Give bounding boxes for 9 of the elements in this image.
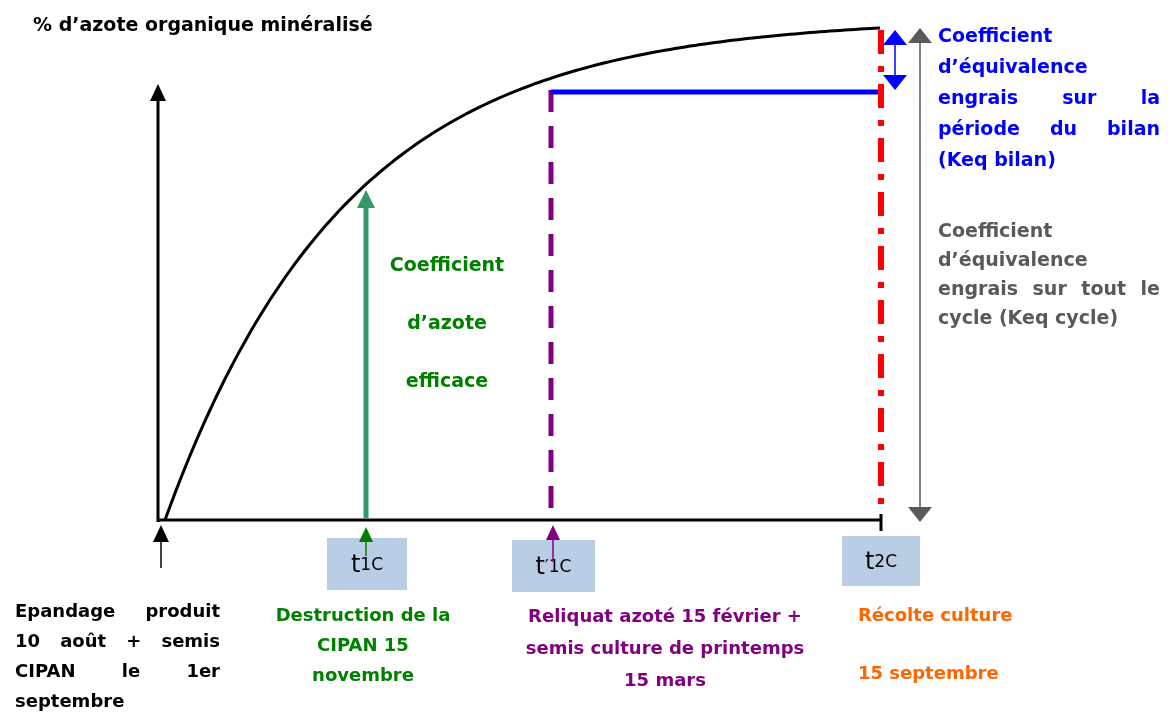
annotation-text: Epandage produit 10 août + semis CIPAN le 1er septembre bbox=[15, 599, 220, 713]
axis-title: % d’azote organique minéralisé bbox=[33, 12, 373, 37]
annotation-text: Récolte culture bbox=[858, 603, 1013, 627]
annotation-text: Destruction de la CIPAN 15 novembre bbox=[274, 603, 452, 687]
annotation-text: Coefficient d’azote efficace bbox=[388, 252, 506, 393]
annotation-text: Reliquat azoté 15 février + semis culture de printemps 15 mars bbox=[524, 604, 806, 692]
annotation-text: Coefficient d’équivalence engrais sur tout le cycle (Keq cycle) bbox=[938, 218, 1160, 330]
annotation-text: 15 septembre bbox=[858, 661, 999, 685]
annotation-text: Coefficient d’équivalence engrais sur la période du bilan (Keq bilan) bbox=[938, 23, 1160, 172]
